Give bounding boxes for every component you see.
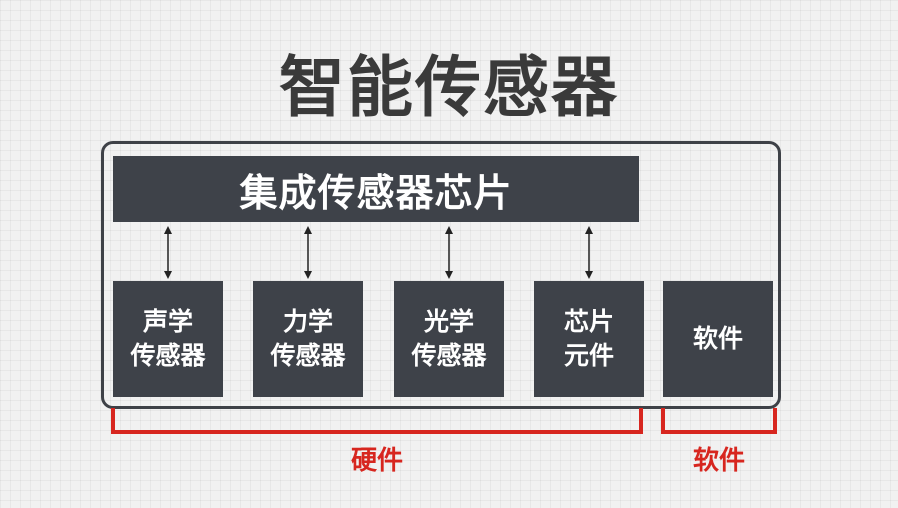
box-label-line1: 芯片 (563, 307, 614, 336)
software-box: 软件 (663, 281, 773, 397)
software-bracket (661, 408, 777, 434)
optical-sensor-box: 光学 传感器 (394, 281, 504, 397)
box-label-line2: 传感器 (270, 341, 346, 370)
smart-sensor-frame (101, 141, 781, 409)
hardware-bracket (111, 408, 643, 434)
hardware-label: 硬件 (350, 446, 403, 476)
box-label-line1: 声学 (142, 307, 193, 336)
software-label: 软件 (692, 446, 745, 476)
box-label-line2: 传感器 (411, 341, 487, 370)
mechanical-sensor-box: 力学 传感器 (253, 281, 363, 397)
software-box-label: 软件 (692, 324, 743, 353)
chip-element-box: 芯片 元件 (534, 281, 644, 397)
box-label-line2: 传感器 (130, 341, 206, 370)
acoustic-sensor-box: 声学 传感器 (113, 281, 223, 397)
box-label-line1: 光学 (423, 307, 474, 336)
box-label-line2: 元件 (563, 341, 614, 370)
box-label-line1: 力学 (282, 307, 333, 336)
integrated-sensor-chip-bar: 集成传感器芯片 (113, 156, 639, 222)
diagram-title: 智能传感器 (279, 49, 619, 126)
